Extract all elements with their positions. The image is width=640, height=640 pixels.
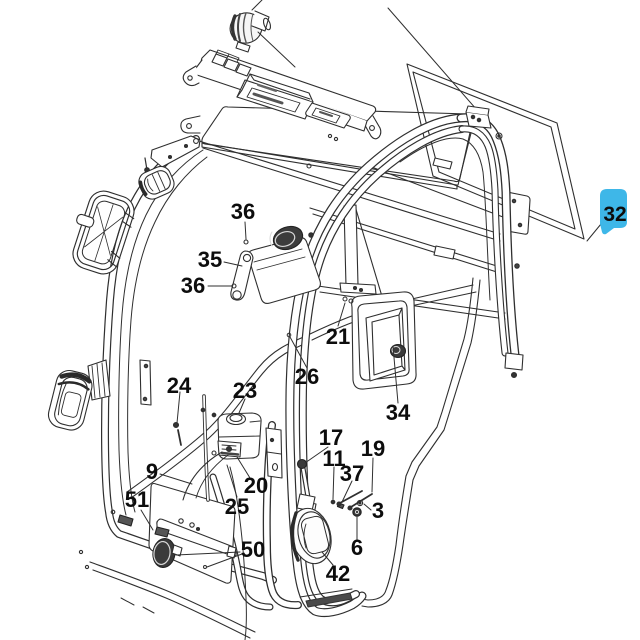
svg-text:26: 26 (295, 364, 319, 389)
svg-text:51: 51 (125, 487, 149, 512)
svg-text:34: 34 (386, 400, 411, 425)
svg-text:37: 37 (340, 461, 364, 486)
svg-text:24: 24 (167, 373, 192, 398)
svg-text:50: 50 (241, 537, 265, 562)
svg-text:19: 19 (361, 436, 385, 461)
svg-text:32: 32 (603, 203, 626, 226)
svg-text:23: 23 (233, 378, 257, 403)
svg-text:36: 36 (181, 273, 205, 298)
svg-text:6: 6 (351, 535, 363, 560)
svg-text:11: 11 (322, 446, 345, 471)
svg-text:9: 9 (146, 459, 158, 484)
svg-text:36: 36 (231, 199, 255, 224)
svg-text:3: 3 (372, 498, 384, 523)
svg-text:17: 17 (319, 425, 343, 450)
svg-text:25: 25 (225, 494, 249, 519)
svg-text:21: 21 (326, 324, 350, 349)
svg-text:35: 35 (198, 247, 222, 272)
svg-text:42: 42 (326, 561, 350, 586)
svg-text:20: 20 (244, 473, 268, 498)
